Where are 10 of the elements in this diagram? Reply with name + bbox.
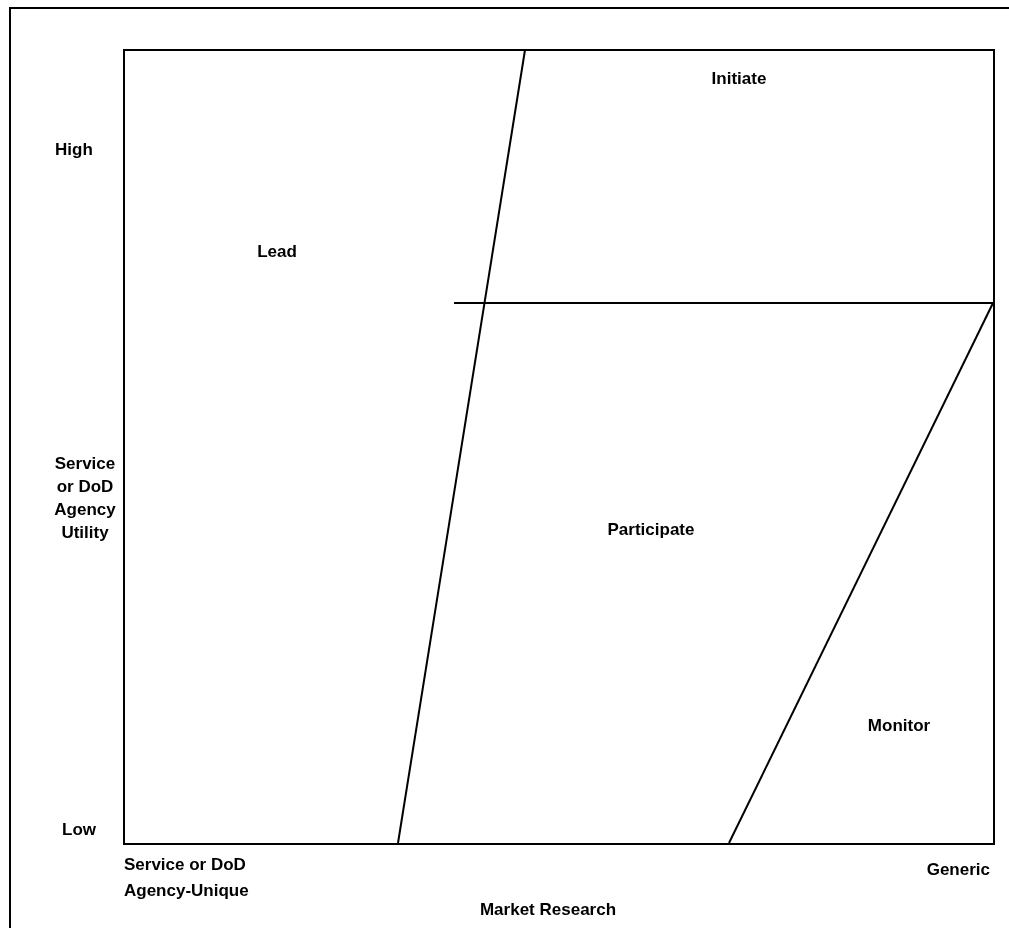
- axis-label: Service or DoD Agency Utility: [54, 453, 116, 544]
- axis-label: High: [55, 139, 93, 161]
- region-label: Initiate: [711, 68, 767, 90]
- axis-label: Generic: [926, 859, 990, 881]
- region-label: Participate: [607, 519, 695, 541]
- axis-label: Low: [62, 819, 96, 841]
- region-label: Lead: [257, 241, 297, 263]
- axis-label: Service or DoD Agency-Unique: [124, 854, 250, 902]
- region-label: Monitor: [867, 715, 931, 737]
- region-label: Market Research: [479, 899, 617, 921]
